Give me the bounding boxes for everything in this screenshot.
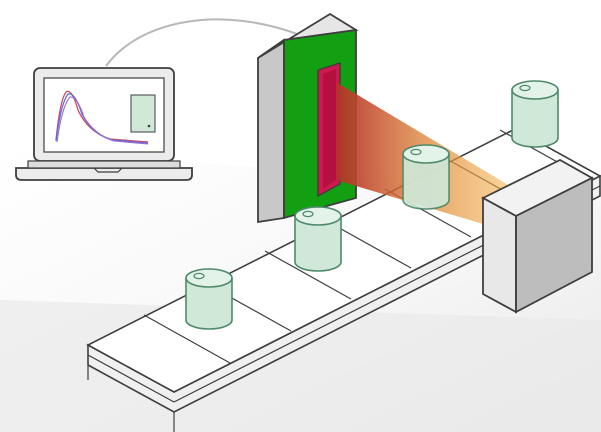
laptop-notch [93, 167, 123, 173]
laptop-base [15, 167, 193, 181]
thumbnail-dot [147, 124, 151, 128]
can-icon [511, 80, 559, 148]
screen-thumbnail [130, 94, 156, 133]
cable [105, 18, 301, 67]
can-body [402, 154, 450, 210]
conveyor-side-line [87, 354, 175, 403]
can-top [511, 80, 559, 100]
detector-front [482, 196, 517, 314]
detector-box-icon [481, 158, 594, 314]
emitter-side [257, 38, 285, 224]
laptop-icon [15, 67, 193, 181]
plot-line-purple [56, 96, 149, 145]
can-tab [410, 148, 422, 156]
detector-side [515, 176, 593, 314]
can-tab [519, 84, 531, 92]
can-body [185, 278, 233, 330]
laptop-hinge [27, 160, 181, 169]
can-tab [193, 272, 205, 280]
can-icon [294, 206, 342, 272]
belt-divider [143, 314, 231, 364]
belt-divider [264, 250, 352, 300]
can-top [402, 144, 450, 164]
emitter-slot-inner [323, 69, 336, 189]
can-top [185, 268, 233, 288]
can-top [294, 206, 342, 226]
can-icon [402, 144, 450, 210]
can-icon [185, 268, 233, 330]
can-body [294, 216, 342, 272]
can-tab [302, 210, 314, 218]
can-body [511, 90, 559, 148]
